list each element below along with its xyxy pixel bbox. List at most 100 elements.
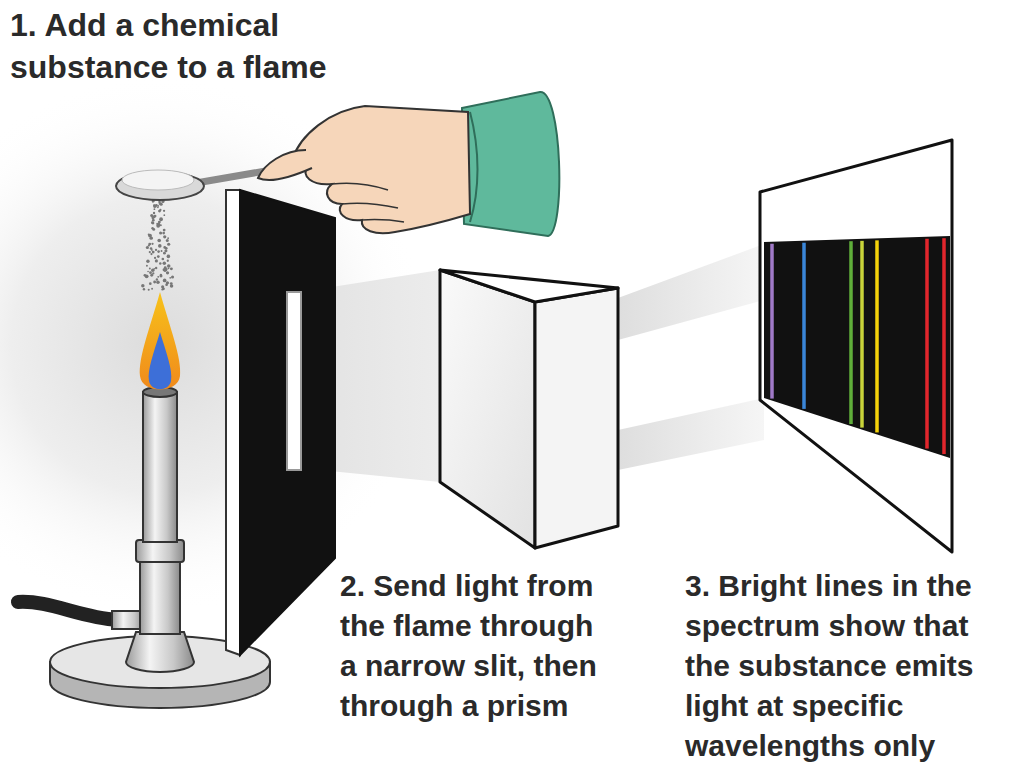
narrow-slit: [287, 292, 301, 470]
flame-outer: [140, 292, 180, 390]
thumb: [258, 150, 312, 180]
powder-grain: [154, 257, 156, 259]
powder-grain: [159, 209, 161, 211]
powder-grain: [156, 278, 158, 280]
powder-grain: [151, 288, 153, 290]
powder-grain: [143, 288, 145, 290]
powder-grain: [151, 243, 153, 245]
emission-line: [802, 243, 806, 409]
powder-grain: [149, 268, 151, 270]
powder-grain: [159, 262, 161, 264]
powder-grain: [167, 260, 169, 262]
powder-grain: [158, 244, 162, 248]
powder-grain: [151, 221, 154, 224]
powder-grain: [162, 258, 165, 261]
emission-line: [875, 240, 879, 432]
powder-grain: [157, 206, 159, 208]
powder-grain: [146, 259, 149, 262]
powder-grain: [155, 267, 157, 269]
prism: [440, 270, 618, 548]
step-label: 3. Bright lines in the spectrum show tha…: [685, 566, 995, 766]
prism-top: [440, 270, 618, 302]
powder-grain: [148, 244, 150, 246]
powder-grain: [153, 281, 156, 284]
powder-grain: [149, 282, 152, 285]
powder-grain: [163, 235, 166, 238]
screen-board: [760, 140, 952, 552]
gas-hose: [18, 602, 118, 620]
powder-grain: [161, 285, 164, 288]
powder-grain: [163, 214, 165, 216]
spectrum-background: [764, 236, 950, 458]
spectrum-screen: [760, 140, 952, 552]
flame-inner: [149, 332, 172, 389]
powder-grain: [153, 204, 157, 208]
powder-grain: [150, 237, 152, 239]
emission-line: [770, 244, 774, 399]
powder-grain: [156, 224, 160, 228]
powder-grain: [163, 246, 166, 249]
powder-grain: [157, 255, 160, 258]
powder-grain: [166, 239, 169, 242]
powder-grain: [170, 267, 173, 270]
powder-grain: [152, 222, 155, 225]
emission-line: [925, 239, 929, 449]
powder-grain: [151, 227, 154, 230]
powder-grain: [164, 249, 167, 252]
powder-grain: [157, 276, 159, 278]
powder-grain: [159, 203, 162, 206]
burner-foot: [126, 632, 194, 672]
powder-grain: [165, 283, 168, 286]
powder-grain: [152, 272, 154, 274]
screen-edge: [226, 190, 240, 655]
finger-line: [342, 203, 398, 208]
emission-line: [860, 241, 864, 428]
dispersed-beam: [618, 398, 764, 470]
powder-grain: [149, 271, 152, 274]
emission-line: [942, 238, 946, 454]
powder-grain: [148, 289, 150, 291]
powder-grain: [159, 217, 163, 221]
powder-grain: [159, 203, 161, 205]
powder-grain: [161, 288, 163, 290]
powder-grain: [162, 232, 165, 235]
powder-grain: [158, 210, 161, 213]
powder-grain: [155, 249, 157, 251]
cuff-fold: [470, 112, 478, 222]
falling-powder: [141, 194, 174, 290]
powder-grain: [163, 229, 166, 232]
powder-grain: [159, 231, 162, 234]
prism-face: [440, 270, 535, 548]
powder-grain: [167, 237, 169, 239]
air-collar: [136, 540, 184, 562]
powder-grain: [144, 274, 147, 277]
powder-grain: [149, 251, 151, 253]
powder-grain: [150, 253, 152, 255]
powder-grain: [152, 251, 155, 254]
powder-grain: [153, 268, 155, 270]
prism-face: [535, 288, 618, 548]
burner-lower-tube: [140, 560, 180, 634]
powder-grain: [163, 279, 167, 283]
powder-grain: [152, 219, 155, 222]
powder-grain: [157, 250, 160, 253]
powder-grain: [156, 280, 160, 284]
powder-grain: [157, 239, 161, 243]
powder-grain: [171, 276, 174, 279]
burner-tube: [143, 392, 177, 542]
powder-grain: [160, 274, 163, 277]
finger-line: [332, 183, 388, 190]
powder-grain: [167, 264, 171, 268]
dispersed-beam: [618, 244, 764, 340]
hand: [292, 106, 470, 233]
powder-grain: [151, 249, 153, 251]
slit-screen: [226, 190, 335, 655]
powder-grain: [169, 277, 171, 279]
sleeve-cuff: [462, 92, 559, 236]
emission-line: [849, 241, 853, 424]
powder-grain: [166, 271, 169, 274]
powder-grain: [170, 282, 173, 285]
finger-line: [362, 220, 404, 222]
